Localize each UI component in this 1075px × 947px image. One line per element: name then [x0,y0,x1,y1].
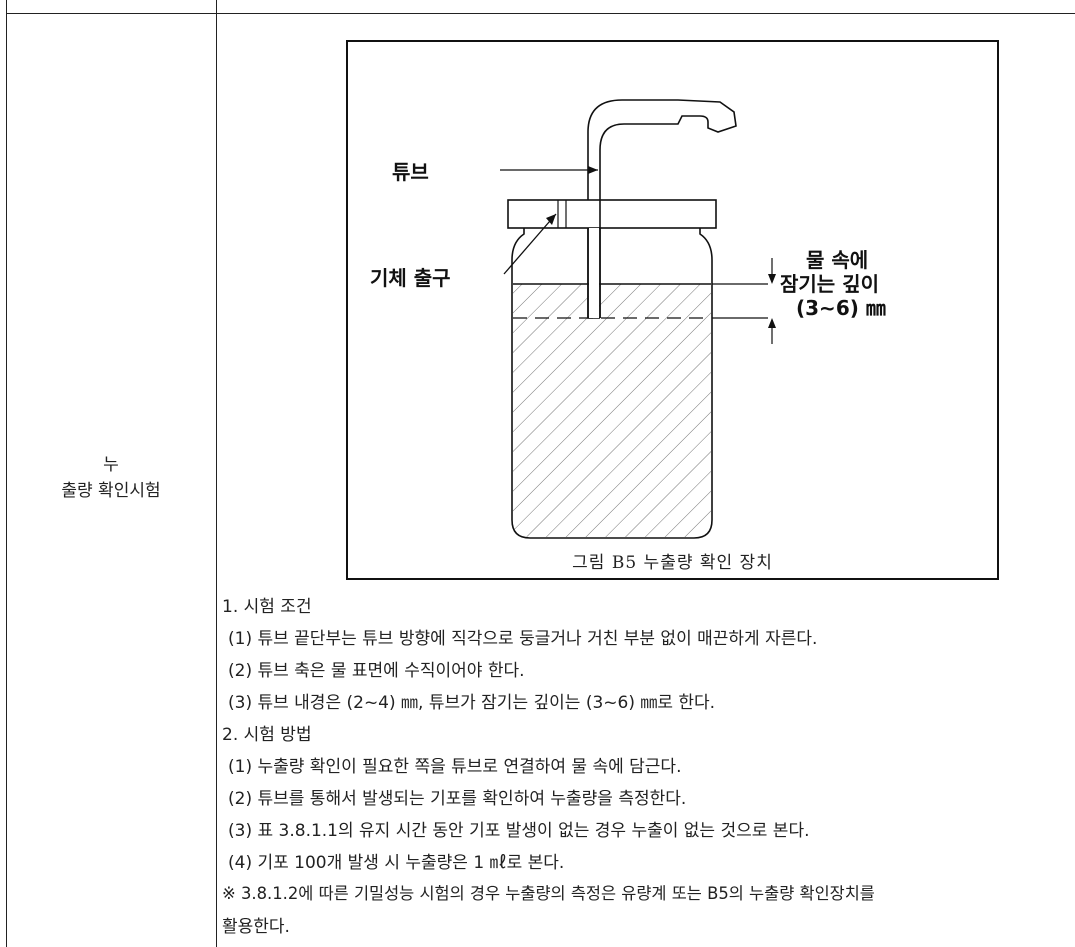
figure-leak-test-apparatus: 튜브 기체 출구 물 속에 잠기는 깊이 (3∼6) ㎜ 그림 B5 누출량 확… [346,40,999,580]
section1-item-3: (3) 튜브 내경은 (2~4) ㎜, 튜브가 잠기는 깊이는 (3~6) ㎜로… [228,693,716,713]
figure-caption: 그림 B5 누출량 확인 장치 [572,553,773,573]
gas-outlet-label: 기체 출구 [370,266,451,290]
depth-label-line2: 잠기는 깊이 [780,272,879,296]
section1-item-2: (2) 튜브 축은 물 표면에 수직이어야 한다. [228,661,525,681]
bottle-cap [507,199,717,229]
section2-item-1: (1) 누출량 확인이 필요한 쪽을 튜브로 연결하여 물 속에 담근다. [228,757,682,777]
apparatus-drawing [500,99,776,539]
row-label-cell: 누 출량 확인시험 [6,13,216,947]
table-top-border [6,13,1075,14]
section1-item-1: (1) 튜브 끝단부는 튜브 방향에 직각으로 둥글거나 거친 부분 없이 매끈… [228,629,818,649]
section2-item-3: (3) 표 3.8.1.1의 유지 시간 동안 기포 발생이 없는 경우 누출이… [228,821,810,841]
section2-title: 2. 시험 방법 [222,725,312,745]
row-label-line2: 출량 확인시험 [61,481,161,501]
tube [587,99,737,318]
note-line-1: ※ 3.8.1.2에 따른 기밀성능 시험의 경우 누출량의 측정은 유량계 또… [222,884,875,903]
depth-label-line1: 물 속에 [806,248,869,272]
note-line-2: 활용한다. [222,917,290,937]
section1-title: 1. 시험 조건 [222,597,312,617]
water-fill [513,284,711,537]
section2-item-2: (2) 튜브를 통해서 발생되는 기포를 확인하여 누출량을 측정한다. [228,789,687,809]
gas-outlet-arrow [503,213,557,275]
depth-label-line3: (3∼6) ㎜ [796,296,886,320]
tube-label: 튜브 [392,160,429,184]
table-column-divider [216,0,217,947]
table-left-border [6,0,7,947]
row-label-line1: 누 [103,455,119,475]
section2-item-4: (4) 기포 100개 발생 시 누출량은 1 ㎖로 본다. [228,853,565,873]
